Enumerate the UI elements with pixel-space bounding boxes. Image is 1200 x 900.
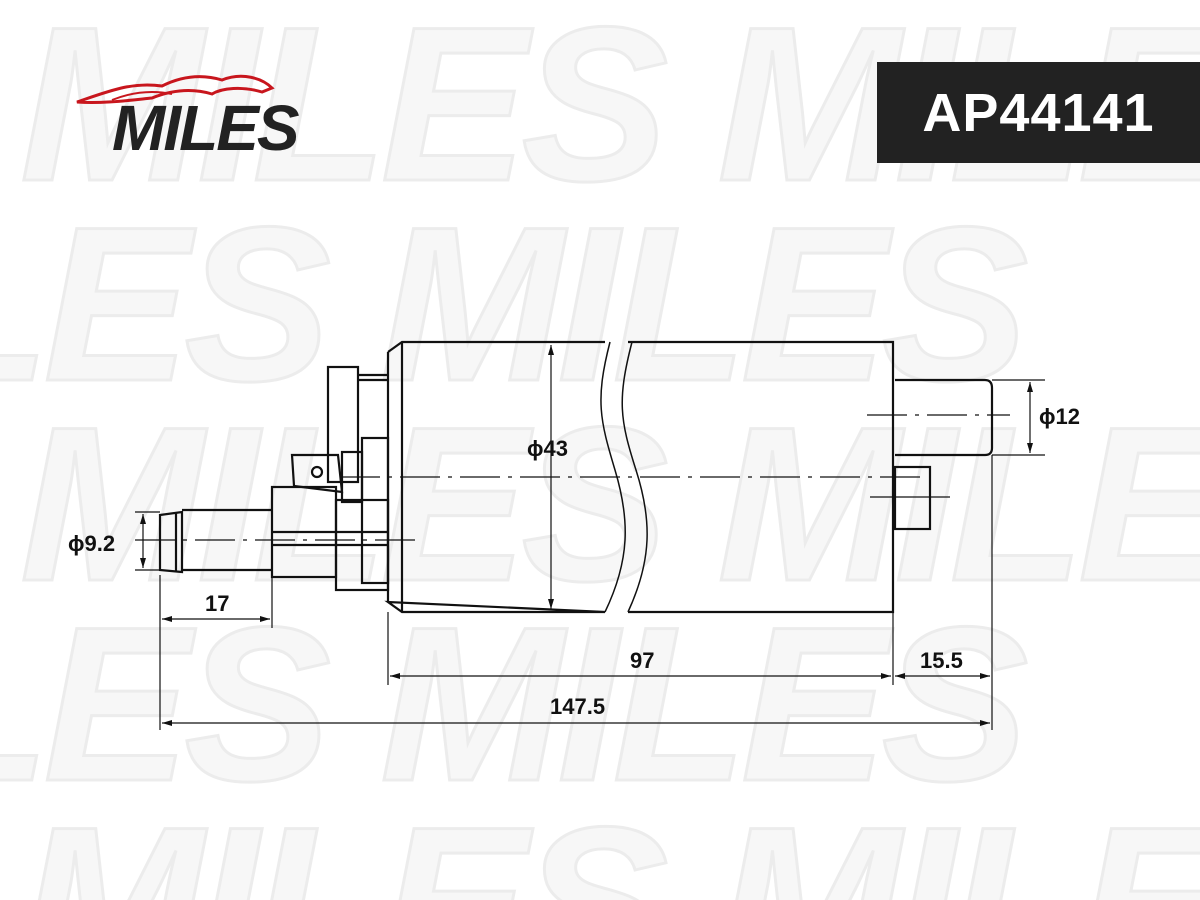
greyhound-icon [76, 74, 275, 105]
dim-outlet-diameter: ϕ12 [1039, 404, 1080, 429]
dim-overall-length: 147.5 [550, 694, 605, 719]
brand-name: MILES [112, 92, 300, 164]
dim-body-length: 97 [630, 648, 654, 673]
dim-body-diameter: ϕ43 [527, 436, 568, 461]
dim-inlet-length: 17 [205, 591, 229, 616]
dim-inlet-diameter: ϕ9.2 [68, 531, 115, 556]
brand-logo: MILES [72, 70, 352, 164]
dim-outlet-length: 15.5 [920, 648, 963, 673]
part-number-badge: AP44141 [877, 62, 1200, 163]
